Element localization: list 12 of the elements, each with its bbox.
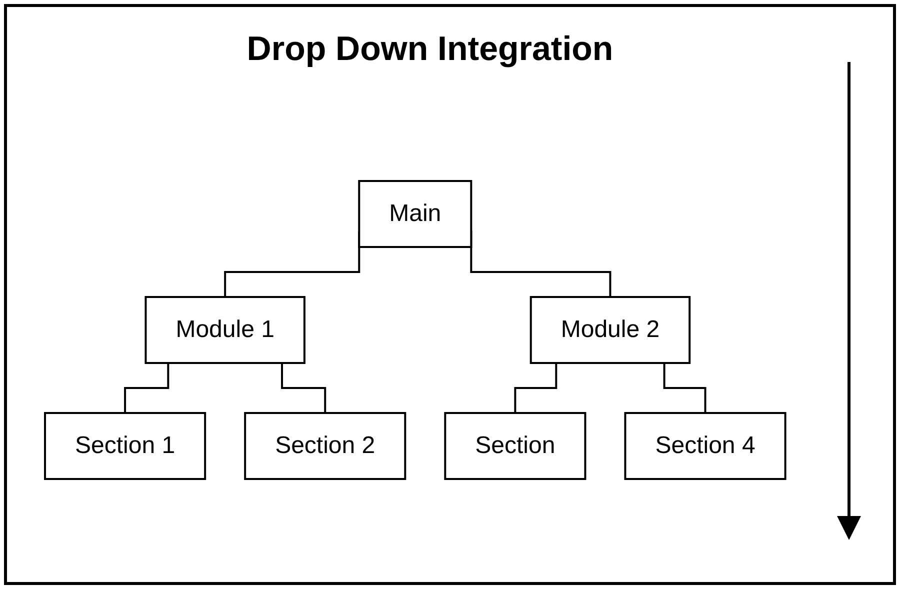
node-box: Section 4 — [624, 412, 786, 480]
node-box: Section 2 — [244, 412, 406, 480]
connector — [124, 363, 169, 414]
title: Drop Down Integration — [246, 30, 614, 69]
node-box: Main — [358, 180, 472, 248]
node-box: Section — [444, 412, 586, 480]
connector — [514, 363, 557, 414]
node-box: Module 2 — [530, 296, 690, 364]
node-box: Module 1 — [144, 296, 306, 364]
node-box: Section 1 — [44, 412, 206, 480]
connector — [280, 363, 326, 414]
connector — [663, 363, 706, 414]
